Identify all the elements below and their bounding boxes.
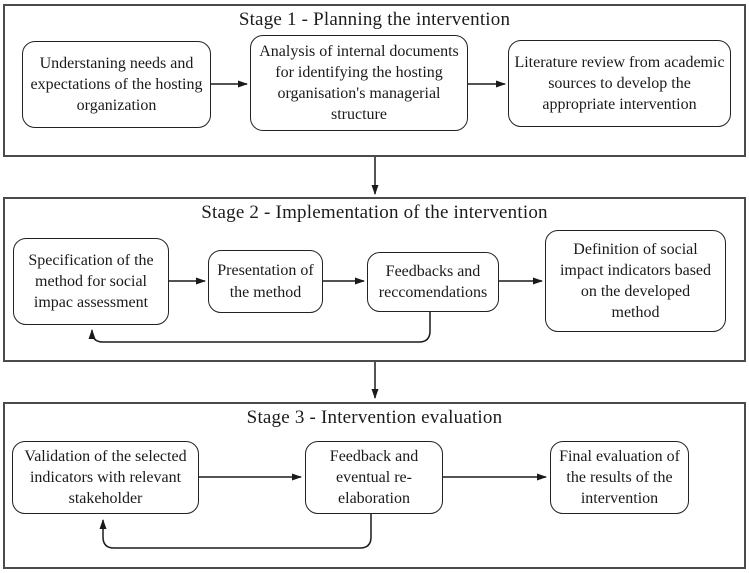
stage3-title: Stage 3 - Intervention evaluation [246, 407, 503, 428]
node-analysis-internal-documents: Analysis of internal documents for ident… [250, 35, 468, 131]
node-feedbacks-recommendations: Feedbacks and reccomendations [367, 252, 499, 312]
node-understanding-needs: Understaning needs and expectations of t… [22, 41, 211, 128]
stage2-frame [3, 197, 746, 362]
node-final-evaluation: Final evaluation of the results of the i… [550, 441, 689, 514]
node-presentation-method: Presentation of the method [208, 250, 323, 313]
node-specification-method: Specification of the method for social i… [13, 238, 169, 325]
node-feedback-reelaboration: Feedback and eventual re-elaboration [305, 441, 443, 514]
node-validation-indicators: Validation of the selected indicators wi… [12, 441, 199, 514]
stage1-frame [3, 4, 746, 157]
node-literature-review: Literature review from academic sources … [508, 40, 731, 127]
stage3-frame [3, 402, 746, 569]
stage2-title: Stage 2 - Implementation of the interven… [201, 202, 548, 223]
node-definition-indicators: Definition of social impact indicators b… [545, 230, 726, 332]
stage1-title: Stage 1 - Planning the intervention [238, 9, 511, 30]
